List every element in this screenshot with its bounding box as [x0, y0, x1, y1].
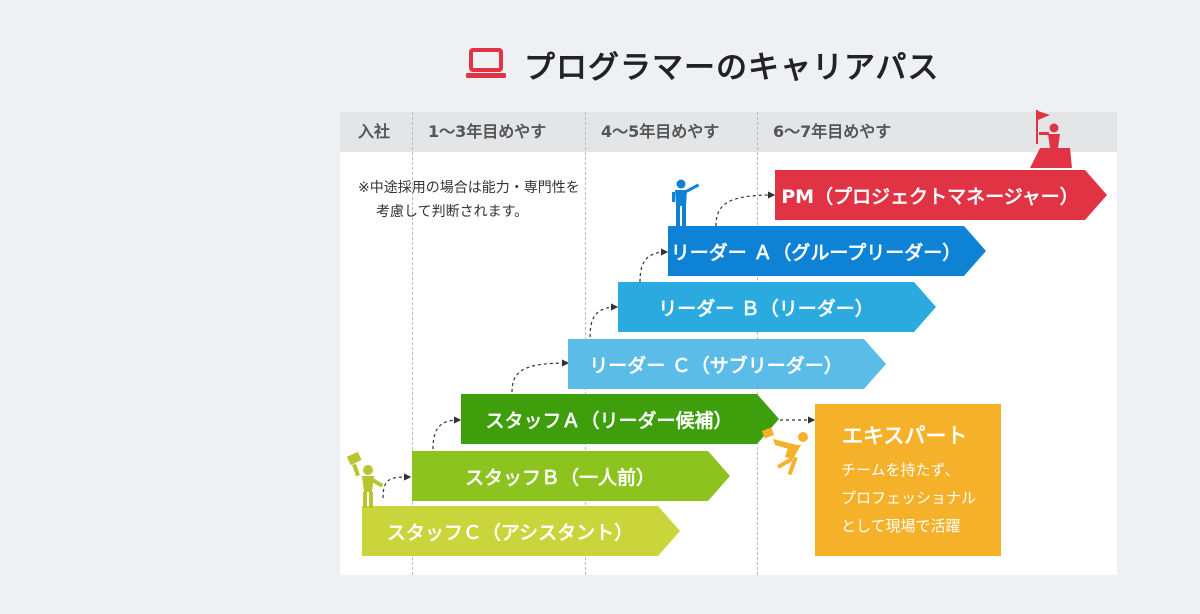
summit-flag-icon	[1030, 110, 1072, 168]
raised-arm-worker-icon	[346, 451, 384, 508]
connector-arrow	[432, 416, 462, 450]
expert-desc-line: として現場で活躍	[841, 517, 961, 535]
step-label: スタッフＢ（一人前）	[464, 466, 655, 489]
step-connectors	[382, 191, 816, 499]
career-path-diagram: 入社 1～3年目めやす 4～5年目めやす 6～7年目めやす ※中途採用の場合は能…	[340, 110, 1117, 575]
connector-arrow	[589, 303, 619, 338]
step-label: リーダー Ｃ（サブリーダー）	[589, 354, 843, 377]
note-line: ※中途採用の場合は能力・専門性を	[358, 180, 580, 196]
step-pm: PM（プロジェクトマネージャー）	[775, 170, 1107, 220]
header-col-6-7: 6～7年目めやす	[773, 122, 892, 141]
note-line: 考慮して判断されます。	[376, 204, 529, 220]
header-col-join: 入社	[358, 122, 391, 141]
presenter-icon	[672, 179, 700, 226]
expert-desc-line: チームを持たず、	[841, 461, 960, 479]
connector-arrow	[715, 191, 776, 227]
step-label: リーダー Ｂ（リーダー）	[658, 297, 874, 320]
expert-box: エキスパート チームを持たず、 プロフェッショナル として現場で活躍	[815, 404, 1001, 556]
expert-desc-line: プロフェッショナル	[841, 489, 977, 507]
expert-description: チームを持たず、 プロフェッショナル として現場で活躍	[841, 456, 976, 540]
step-staff-c: スタッフＣ（アシスタント）	[362, 506, 680, 556]
connector-arrow	[511, 359, 570, 393]
mid-career-note: ※中途採用の場合は能力・専門性を 考慮して判断されます。	[358, 176, 580, 224]
step-leader-b: リーダー Ｂ（リーダー）	[618, 282, 936, 332]
header-col-4-5: 4～5年目めやす	[601, 122, 720, 141]
step-leader-a: リーダー Ａ（グループリーダー）	[668, 226, 986, 276]
laptop-icon	[466, 48, 506, 78]
header-col-1-3: 1～3年目めやす	[428, 122, 547, 141]
step-label: PM（プロジェクトマネージャー）	[781, 185, 1079, 208]
timeline-header: 入社 1～3年目めやす 4～5年目めやす 6～7年目めやす	[340, 112, 1117, 152]
page-title: プログラマーのキャリアパス	[466, 44, 940, 86]
step-staff-a: スタッフＡ（リーダー候補）	[461, 394, 779, 444]
step-leader-c: リーダー Ｃ（サブリーダー）	[568, 339, 886, 389]
step-label: スタッフＡ（リーダー候補）	[485, 409, 733, 432]
connector-arrow	[382, 473, 412, 499]
step-label: スタッフＣ（アシスタント）	[386, 521, 634, 544]
running-worker-icon	[761, 427, 808, 476]
step-label: リーダー Ａ（グループリーダー）	[670, 241, 962, 264]
connector-arrow	[639, 248, 669, 283]
timeline-divider	[412, 112, 413, 575]
expert-title: エキスパート	[842, 424, 968, 448]
page-title-text: プログラマーのキャリアパス	[524, 49, 940, 86]
step-staff-b: スタッフＢ（一人前）	[412, 451, 730, 501]
